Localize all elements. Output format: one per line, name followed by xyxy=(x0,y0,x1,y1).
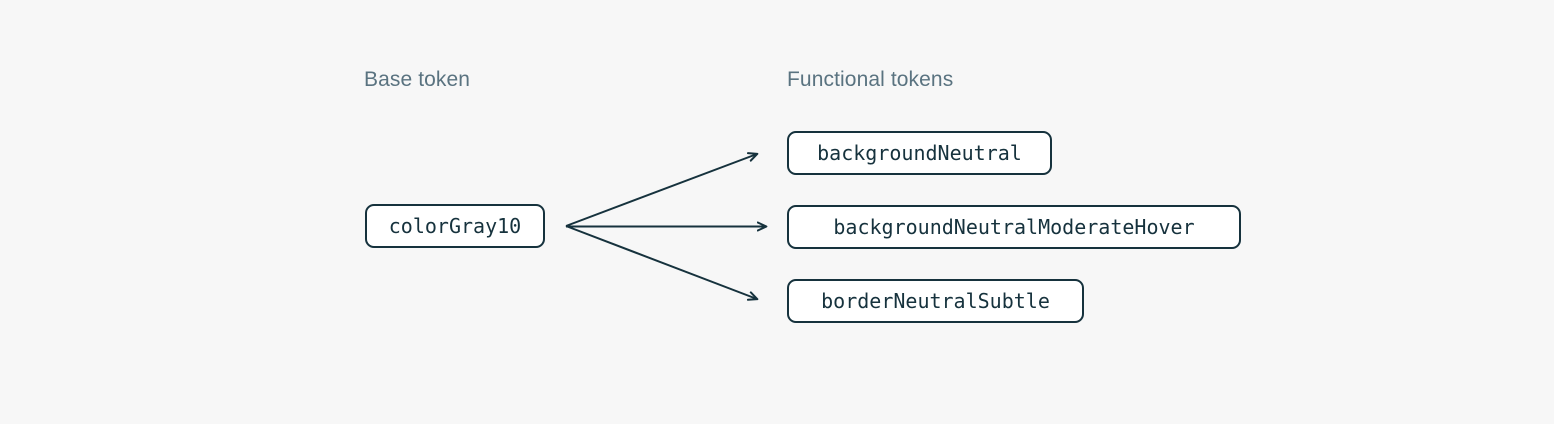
column-heading-base-token: Base token xyxy=(364,68,471,91)
functional-token-label: backgroundNeutralModerateHover xyxy=(833,215,1195,239)
base-token-label: colorGray10 xyxy=(388,214,522,238)
functional-token-label: borderNeutralSubtle xyxy=(821,289,1050,313)
base-token-box-colorgray10[interactable]: colorGray10 xyxy=(365,204,545,248)
functional-token-box-borderneutralsubtle[interactable]: borderNeutralSubtle xyxy=(787,279,1084,323)
column-heading-functional-tokens: Functional tokens xyxy=(787,68,954,91)
functional-token-label: backgroundNeutral xyxy=(817,141,1022,165)
functional-token-box-backgroundneutral[interactable]: backgroundNeutral xyxy=(787,131,1052,175)
functional-token-box-backgroundneutralmoderatehover[interactable]: backgroundNeutralModerateHover xyxy=(787,205,1241,249)
arrow-to-backgroundNeutral xyxy=(565,152,759,227)
arrow-to-borderNeutralSubtle xyxy=(565,225,759,301)
